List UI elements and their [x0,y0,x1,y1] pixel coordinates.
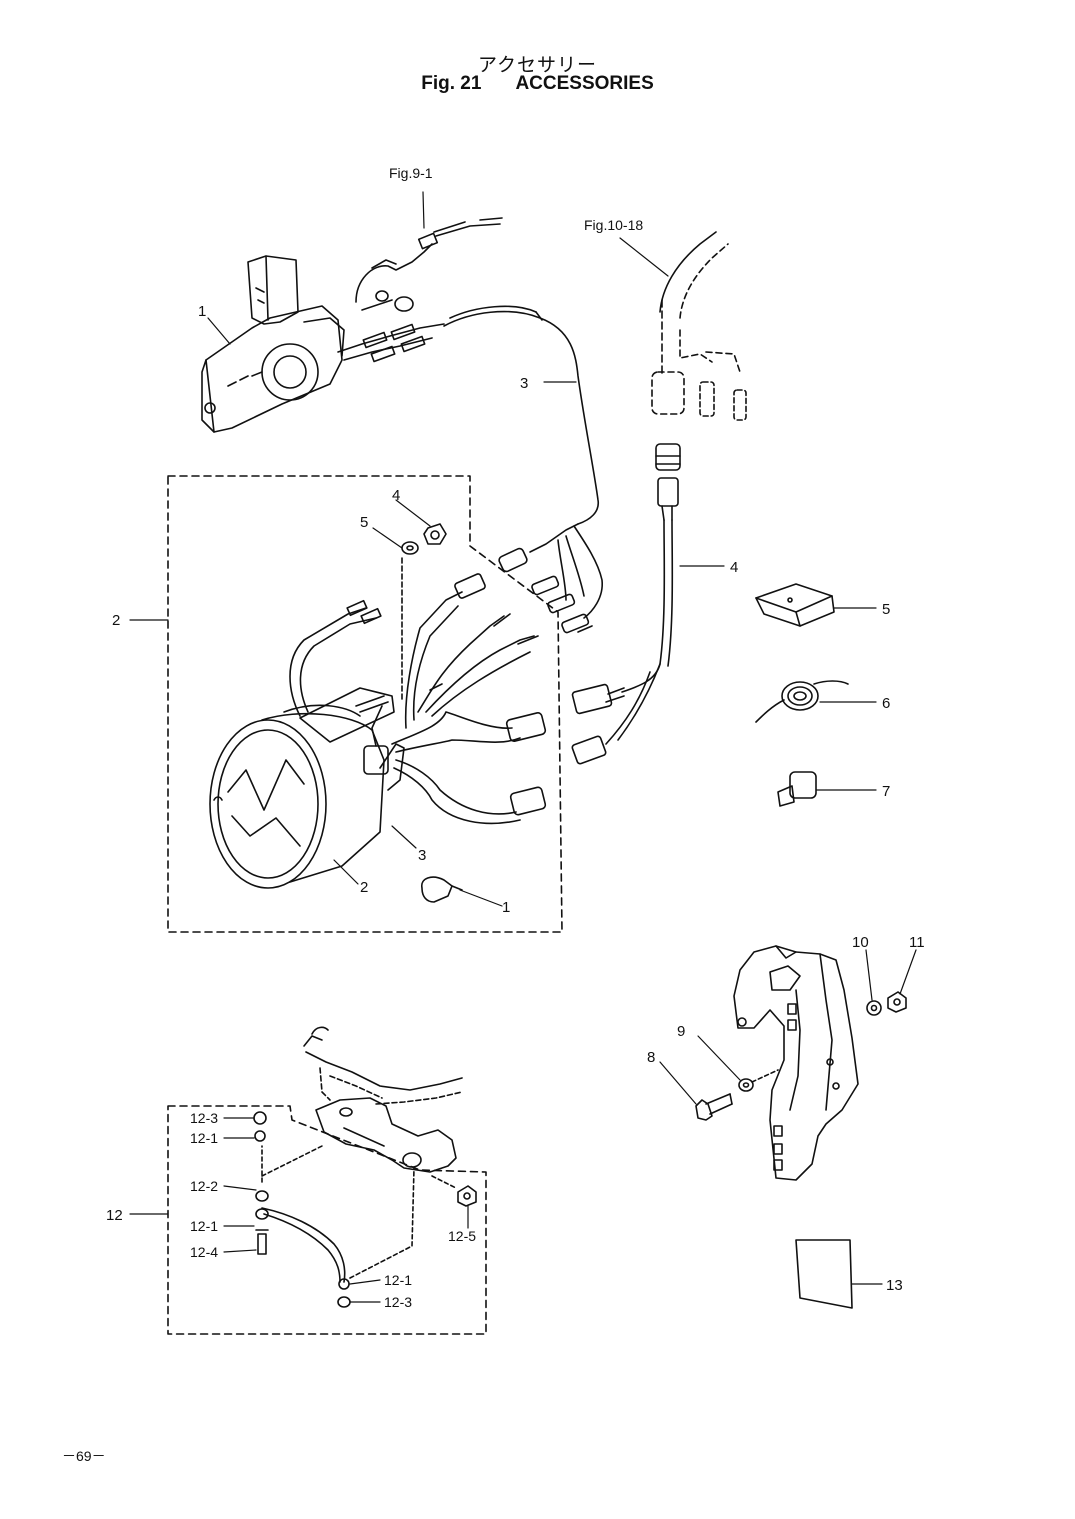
harness-3 [443,305,603,619]
callout-meter-3: 3 [418,847,426,864]
callout-4: 4 [730,559,738,576]
callout-12-1-top: 12-1 [190,1130,218,1146]
meter-group-outline [167,475,563,933]
engine-lower-housing [303,1026,463,1173]
box-connectors [337,217,503,363]
callout-10: 10 [852,934,869,951]
callout-11: 11 [909,934,925,951]
harness-plugs [498,547,593,634]
callout-12-2: 12-2 [190,1178,218,1194]
callout-13: 13 [886,1277,903,1294]
page-number: －69－ [62,1448,106,1464]
figure-heading: Fig. 21 ACCESSORIES [0,73,1075,95]
callout-meter-2: 2 [360,879,368,896]
clip-5 [755,583,835,627]
spring-6 [755,680,849,723]
callout-1: 1 [198,303,206,320]
ref-fig-9-1: Fig.9-1 [389,165,433,181]
callout-2: 2 [112,612,120,629]
meter-nut [423,523,447,545]
callout-12-3-bottom: 12-3 [384,1294,412,1310]
callout-meter-1: 1 [502,899,510,916]
callout-meter-4: 4 [392,487,400,504]
ground-lead [253,1111,457,1308]
meter-wires [289,573,547,825]
decal-13 [795,1239,853,1309]
callout-9: 9 [677,1023,685,1040]
callout-12-1-mid: 12-1 [190,1218,218,1234]
japanese-title: アクセサリー [477,54,598,76]
meter-body [209,687,405,889]
callout-12-1-bottom: 12-1 [384,1272,412,1288]
callout-8: 8 [647,1049,655,1066]
figure-title: ACCESSORIES [515,73,654,94]
nut-12-5 [457,1185,477,1207]
leader-lines [129,191,917,1303]
clamp-bracket [733,945,859,1181]
nut-11 [887,991,907,1013]
washer-9 [738,1069,779,1092]
grommet-7 [777,771,817,807]
callout-7: 7 [882,783,890,800]
engine-harness-bundle [651,231,747,421]
callout-12-5: 12-5 [448,1228,476,1244]
figure-number: Fig. 21 [421,73,482,94]
callout-5: 5 [882,601,890,618]
lead-group-outline [167,1105,487,1335]
washer-10 [866,1000,882,1016]
callout-6: 6 [882,695,890,712]
cable-4 [571,443,681,765]
meter-lamp [421,876,463,903]
callout-12: 12 [106,1207,123,1224]
callout-meter-5: 5 [360,514,368,531]
callout-3: 3 [520,375,528,392]
ref-fig-10-18: Fig.10-18 [584,217,643,233]
callout-12-3-top: 12-3 [190,1110,218,1126]
remote-control-box [201,255,345,433]
callout-12-4: 12-4 [190,1244,218,1260]
bolt-8 [695,1093,733,1121]
